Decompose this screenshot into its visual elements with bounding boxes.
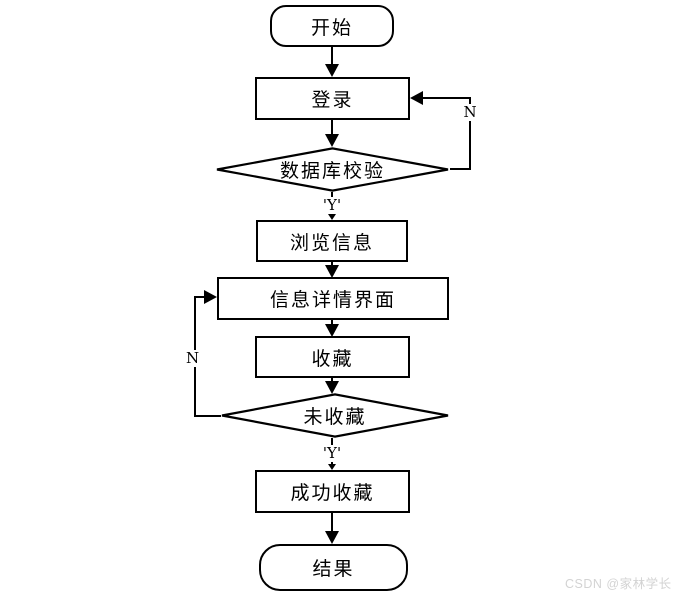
- connector-browse-info-detail: [331, 262, 333, 267]
- connector-not-favorited-no-h2: [196, 296, 205, 298]
- flowchart-node-start: 开始: [270, 5, 394, 47]
- diamond-shape: [221, 393, 449, 438]
- connector-start-login: [331, 47, 333, 65]
- connector-not-favorited-no-h1: [196, 415, 221, 417]
- node-db-check-label: 数据库校验: [279, 160, 385, 182]
- flowchart-node-result: 结果: [259, 544, 408, 591]
- arrow-down-icon: [325, 265, 339, 278]
- arrow-down-icon: [325, 64, 339, 77]
- flowchart-node-favorite-success: 成功收藏: [255, 470, 410, 513]
- connector-login-db-check: [331, 120, 333, 135]
- diamond-shape: [216, 147, 449, 192]
- edge-label-not-favorited-yes: 'Y': [319, 445, 345, 462]
- arrow-down-icon: [325, 531, 339, 544]
- node-result-label: 结果: [312, 558, 355, 580]
- flowchart-node-login: 登录: [255, 77, 410, 120]
- flowchart-node-info-detail: 信息详情界面: [217, 277, 449, 320]
- node-favorite-success-label: 成功收藏: [290, 482, 375, 504]
- flowchart-node-browse-info: 浏览信息: [256, 220, 408, 262]
- arrow-down-icon: [325, 381, 339, 394]
- connector-info-detail-favorite: [331, 320, 333, 325]
- connector-success-result: [331, 513, 333, 532]
- flowchart-node-db-check: 数据库校验: [215, 147, 450, 192]
- edge-label-not-favorited-no: N: [184, 349, 201, 367]
- arrow-down-icon: [325, 134, 339, 147]
- arrow-down-icon: [328, 214, 336, 220]
- edge-label-db-check-yes: 'Y': [319, 197, 345, 214]
- node-favorite-label: 收藏: [311, 347, 354, 370]
- csdn-watermark: CSDN @家林学长: [565, 577, 672, 591]
- flowchart-node-not-favorited: 未收藏: [220, 393, 450, 438]
- node-start-label: 开始: [310, 16, 353, 39]
- flowchart-node-favorite: 收藏: [255, 336, 410, 378]
- node-not-favorited-label: 未收藏: [303, 406, 367, 428]
- connector-db-check-no-v: [469, 97, 471, 170]
- node-info-detail-label: 信息详情界面: [269, 289, 396, 311]
- connector-db-check-no-h1: [450, 168, 471, 170]
- node-browse-info-label: 浏览信息: [289, 231, 374, 254]
- arrow-right-icon: [204, 290, 217, 304]
- connector-favorite-not-favorited: [331, 378, 333, 382]
- arrow-down-icon: [325, 324, 339, 337]
- arrow-down-icon: [328, 464, 336, 470]
- arrow-left-icon: [410, 91, 423, 105]
- edge-label-db-check-no: N: [461, 104, 479, 121]
- node-login-label: 登录: [311, 89, 354, 111]
- connector-db-check-no-h2: [423, 97, 471, 99]
